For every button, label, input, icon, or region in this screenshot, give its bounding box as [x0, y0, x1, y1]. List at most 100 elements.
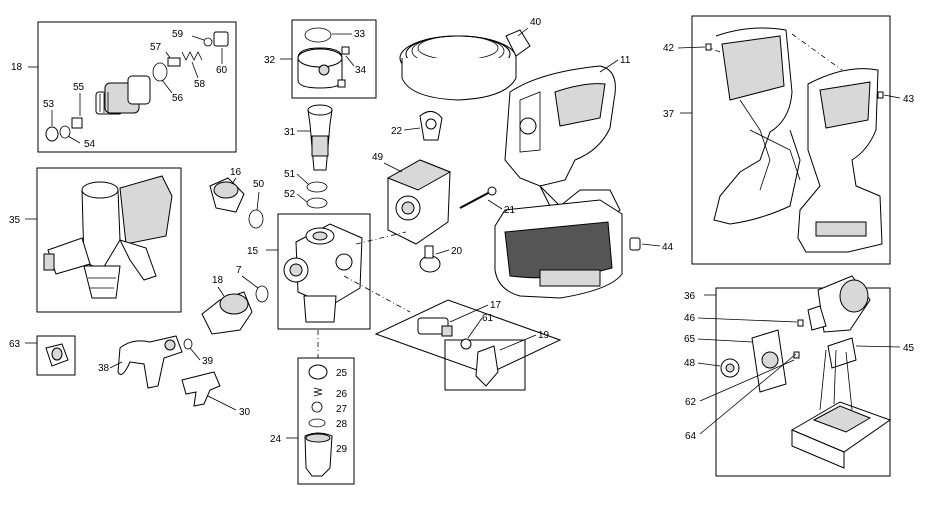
trigger-19-part	[475, 345, 499, 387]
callout-29: 29	[336, 444, 348, 455]
callout-57: 57	[150, 42, 162, 53]
callout-45: 45	[903, 343, 915, 354]
seat-59-part	[203, 37, 213, 47]
drill-housing-11-part: 11	[494, 55, 631, 299]
motor-assembly-group: 36 46 65 48 62 64	[684, 275, 915, 477]
screw-34a-part	[341, 46, 350, 55]
filter-16-part: 16	[209, 167, 245, 213]
callout-44: 44	[662, 242, 674, 253]
callout-39: 39	[202, 356, 214, 367]
callout-43: 43	[903, 94, 915, 105]
cage-25-part	[308, 364, 328, 380]
pump-assembly-box	[36, 167, 182, 313]
check-valve-box	[297, 357, 355, 485]
gasket-50-part	[248, 209, 264, 229]
callout-49: 49	[372, 152, 384, 163]
tip-30-part: 30	[181, 371, 251, 418]
gearbox-49-part: 49	[372, 152, 452, 245]
oring-52-part	[306, 197, 328, 209]
knob-20-part: 20	[419, 245, 463, 273]
switch-17-part	[417, 317, 453, 337]
screw-62-part	[793, 351, 800, 359]
callout-54: 54	[84, 139, 96, 150]
callout-27: 27	[336, 404, 348, 415]
callout-63: 63	[9, 339, 21, 350]
screw-57-part	[167, 57, 181, 67]
callout-18-mid: 18	[212, 275, 224, 286]
ball-27-part	[311, 401, 323, 413]
callout-46: 46	[684, 313, 696, 324]
connector-line	[355, 231, 407, 245]
valve-31-part: 31	[284, 104, 333, 171]
callout-65: 65	[684, 334, 696, 345]
screw-34b-part	[337, 79, 346, 88]
callout-31: 31	[284, 127, 296, 138]
motor-part	[807, 275, 871, 333]
callout-32: 32	[264, 55, 276, 66]
callout-25: 25	[336, 368, 348, 379]
housing-shell-group: 37 42 43	[663, 15, 915, 265]
pump-block-box	[277, 213, 371, 330]
callout-16: 16	[230, 167, 242, 178]
filter-assembly-group: 18 53 54 55 56 57 58 59 60	[11, 21, 237, 153]
inlet-cap-group: 32 33 34	[264, 19, 377, 99]
connector-line	[343, 275, 411, 313]
callout-11: 11	[620, 55, 631, 66]
gear-48-part	[720, 358, 740, 378]
callout-55: 55	[73, 82, 85, 93]
nut-63-group: 63	[9, 335, 76, 376]
pin-55-part	[71, 117, 83, 129]
callout-20: 20	[451, 246, 463, 257]
motor-assembly-box	[715, 287, 891, 477]
cap-32-part	[297, 47, 343, 89]
callout-19: 19	[538, 330, 550, 341]
callout-59: 59	[172, 29, 184, 40]
pump-body-part	[43, 175, 173, 299]
pump-block-15-group: 15	[247, 213, 371, 330]
filter-assembly-box	[37, 21, 237, 153]
switch-plate-65-part	[751, 329, 787, 393]
callout-42: 42	[663, 43, 675, 54]
screw-43-part	[877, 91, 884, 99]
callout-61: 61	[482, 313, 494, 324]
callout-52: 52	[284, 189, 296, 200]
screw-21-part: 21	[459, 186, 516, 216]
fitting-53-part	[45, 126, 59, 142]
callout-51: 51	[284, 169, 296, 180]
callout-50: 50	[253, 179, 265, 190]
screw-44-part: 44	[629, 237, 674, 253]
seat-28-part	[308, 418, 326, 428]
callout-33: 33	[354, 29, 366, 40]
spray-gun-38-part: 38	[98, 335, 183, 389]
callout-38: 38	[98, 363, 110, 374]
spring-58-part	[181, 51, 203, 61]
housing-shell-box	[691, 15, 891, 265]
housing-left-half-part	[713, 27, 801, 225]
trigger-sub-box	[444, 339, 526, 391]
washer-61-part	[460, 338, 472, 350]
callout-18-top: 18	[11, 62, 23, 73]
callout-36: 36	[684, 291, 696, 302]
housing-right-half-part	[797, 68, 883, 253]
callout-48: 48	[684, 358, 696, 369]
oring-56-part	[152, 62, 168, 82]
washer-54-part	[59, 125, 71, 139]
hook-22-part: 22	[391, 111, 443, 141]
screw-46-part	[797, 319, 804, 327]
callout-40: 40	[530, 17, 542, 28]
callout-28: 28	[336, 419, 348, 430]
callout-60: 60	[216, 65, 228, 76]
strap-40-part: 40	[399, 17, 542, 101]
gasket-7-part	[255, 285, 269, 303]
callout-37: 37	[663, 109, 675, 120]
callout-7: 7	[236, 265, 242, 276]
check-valve-group: 24 25 26 27 28 29	[270, 357, 355, 485]
callout-56: 56	[172, 93, 184, 104]
callout-58: 58	[194, 79, 206, 90]
washer-39-part	[183, 338, 193, 350]
cap-60-part	[213, 31, 229, 47]
callout-62: 62	[685, 397, 697, 408]
callout-21: 21	[504, 205, 516, 216]
oring-51-part	[306, 181, 328, 193]
